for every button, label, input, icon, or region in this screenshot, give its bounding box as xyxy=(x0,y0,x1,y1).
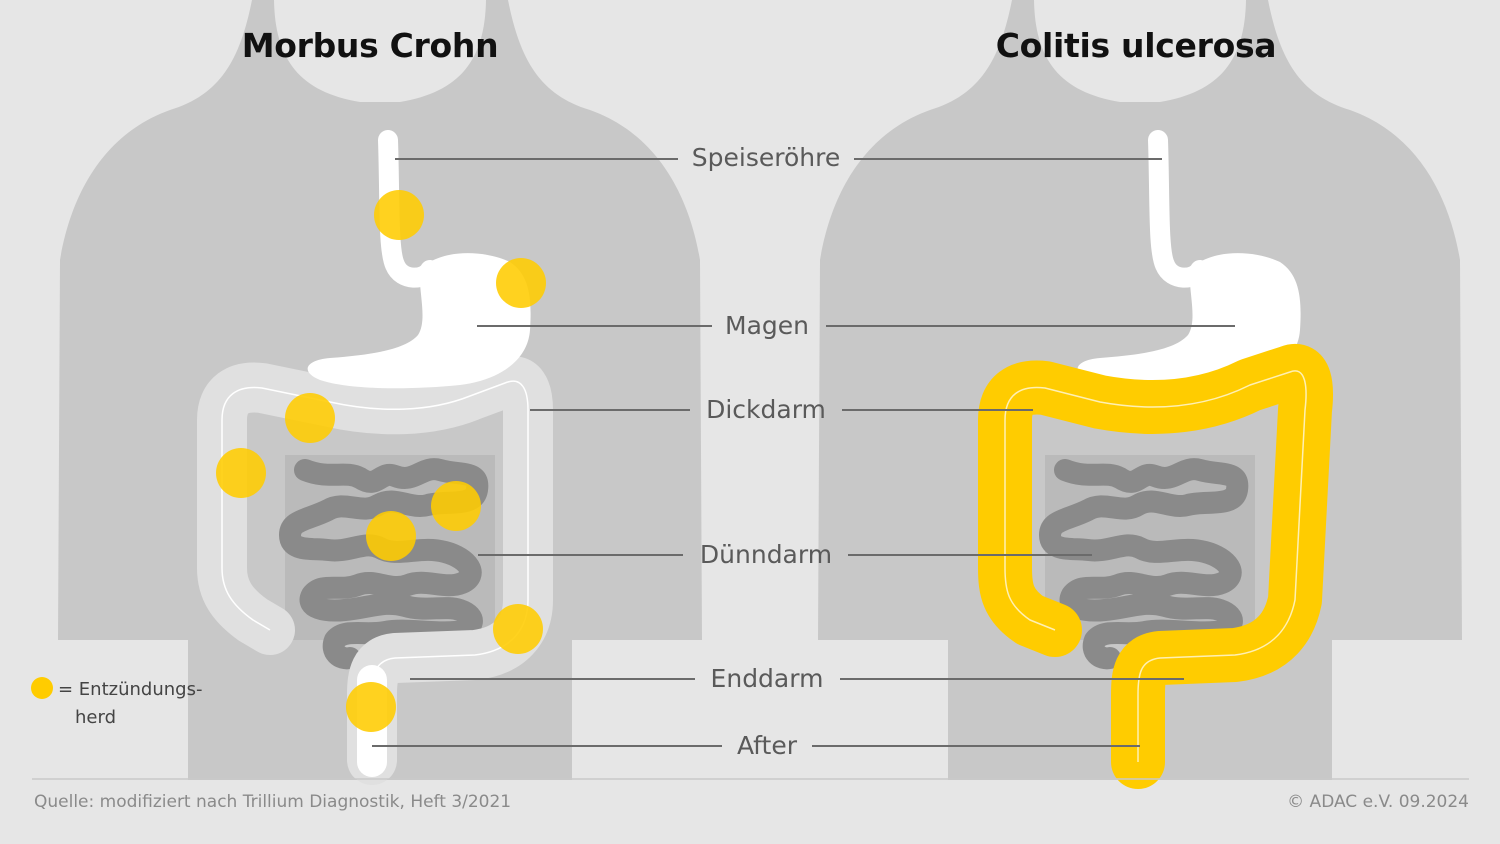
esophagus-left xyxy=(378,130,440,288)
inflammation-spot xyxy=(366,511,416,561)
inflammation-spot xyxy=(346,682,396,732)
legend-text: = Entzündungs- herd xyxy=(58,676,202,732)
inflammation-spot xyxy=(493,604,543,654)
label-dickdarm: Dickdarm xyxy=(706,395,826,424)
title-morbus-crohn: Morbus Crohn xyxy=(241,26,499,65)
inflammation-spot xyxy=(285,393,335,443)
leader-lines xyxy=(372,158,1235,747)
legend-inflammation-dot xyxy=(31,677,53,699)
left-figure-morbus-crohn xyxy=(58,0,702,780)
inflammation-spot xyxy=(374,190,424,240)
inflammation-spot xyxy=(216,448,266,498)
title-colitis-ulcerosa: Colitis ulcerosa xyxy=(995,26,1277,65)
label-speiseroehre: Speiseröhre xyxy=(691,143,841,172)
right-figure-colitis-ulcerosa xyxy=(818,0,1462,789)
stomach-right xyxy=(1077,253,1301,389)
colon-right-inflamed xyxy=(978,344,1334,789)
inflammation-spots xyxy=(216,190,546,732)
inflammation-spot xyxy=(496,258,546,308)
legend-line-2: herd xyxy=(75,707,116,728)
esophagus-right xyxy=(1148,130,1210,288)
label-enddarm: Enddarm xyxy=(710,664,824,693)
label-after: After xyxy=(736,731,798,760)
inflammation-spot xyxy=(431,481,481,531)
label-magen: Magen xyxy=(725,311,809,340)
stomach-left xyxy=(307,253,531,389)
footer-copyright: © ADAC e.V. 09.2024 xyxy=(1287,792,1469,812)
footer-source: Quelle: modifiziert nach Trillium Diagno… xyxy=(34,792,512,812)
label-duenndarm: Dünndarm xyxy=(699,540,833,569)
legend-line-1: = Entzündungs- xyxy=(58,679,203,700)
